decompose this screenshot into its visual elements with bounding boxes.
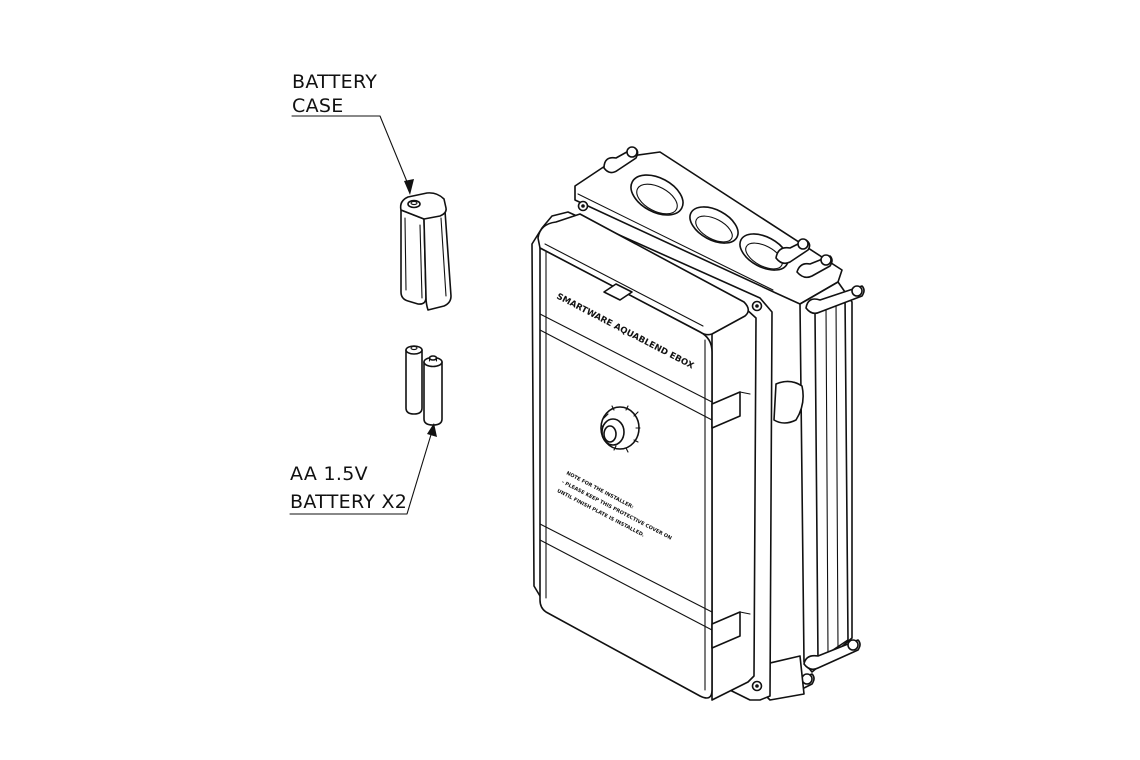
- battery-case: [399, 192, 452, 311]
- control-knob: [600, 405, 641, 453]
- aa-battery-callout: AA 1.5V BATTERY X2: [290, 462, 407, 514]
- back-box: [574, 146, 865, 701]
- aa-battery-leader: [289, 423, 437, 515]
- front-cover: [531, 200, 773, 701]
- battery-case-callout: BATTERY CASE: [292, 70, 377, 118]
- battery-case-leader: [291, 115, 414, 195]
- aa-battery-callout-line-2: BATTERY X2: [290, 491, 408, 513]
- battery-case-callout-line-1: BATTERY: [292, 71, 378, 93]
- battery-case-callout-line-2: CASE: [292, 95, 344, 117]
- aa-batteries: [405, 345, 443, 426]
- aa-battery-callout-line-1: AA 1.5V: [290, 463, 368, 485]
